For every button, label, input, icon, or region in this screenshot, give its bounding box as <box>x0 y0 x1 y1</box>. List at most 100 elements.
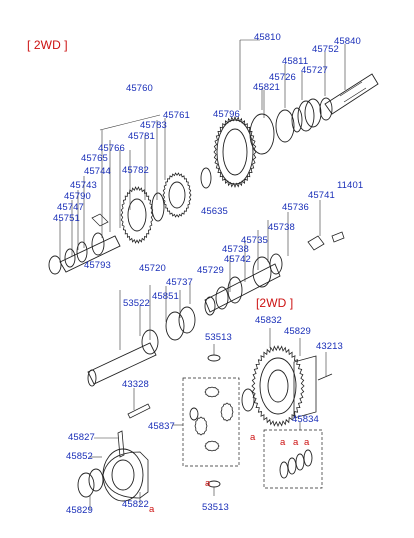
part-number-label: 45829 <box>66 505 93 516</box>
gear-bore <box>168 181 186 209</box>
output-shaft-spline <box>339 81 367 103</box>
pinion-gear <box>220 402 234 422</box>
differential-case <box>293 355 317 419</box>
variant-label: [2WD ] <box>256 296 294 310</box>
shaft-gear <box>252 256 272 288</box>
part-number-label: 43213 <box>316 341 343 352</box>
part-number-label: 45738 <box>222 244 249 255</box>
part-number-label: 45834 <box>292 414 319 425</box>
secondary-gear <box>162 172 192 218</box>
shim <box>295 453 305 471</box>
side-gear-bottom <box>204 440 220 452</box>
part-number-label: 45793 <box>84 260 111 271</box>
part-number-label: 11401 <box>337 180 364 191</box>
part-number-label: 45783 <box>140 120 167 131</box>
snap-ring <box>200 167 212 189</box>
shaft-end <box>87 369 97 387</box>
reference-marker: a <box>205 478 211 489</box>
shim-set-box <box>263 429 323 489</box>
part-number-label: 45736 <box>282 202 309 213</box>
pinion-washer <box>189 407 199 421</box>
drain-bolt <box>331 231 345 243</box>
part-number-label: 45790 <box>64 191 91 202</box>
synchro-gear <box>213 115 257 189</box>
shaft-gear <box>165 311 185 341</box>
bearing-ring <box>297 100 315 132</box>
sleeve-inner <box>222 128 248 176</box>
shaft-bearing <box>76 241 88 263</box>
part-number-label: 43328 <box>122 379 149 390</box>
shaft-collar <box>178 306 196 334</box>
leader-line <box>99 114 161 131</box>
reference-marker: a <box>250 432 256 443</box>
pinion-gear <box>194 416 208 436</box>
side-bearing-race <box>88 468 104 492</box>
part-number-label: 45741 <box>308 190 335 201</box>
part-number-label: 45761 <box>163 110 190 121</box>
bearing-ring <box>304 98 322 128</box>
part-number-label: 45827 <box>68 432 95 443</box>
upper-shaft <box>204 263 281 313</box>
part-number-label: 45829 <box>284 326 311 337</box>
bearing <box>227 276 243 304</box>
shim <box>287 457 297 475</box>
part-number-label: 45840 <box>334 36 361 47</box>
part-number-label: 45760 <box>126 83 153 94</box>
part-number-label: 45752 <box>312 44 339 55</box>
variant-label: [ 2WD ] <box>27 38 68 52</box>
differential-case-body <box>102 451 149 499</box>
part-number-label: 45851 <box>152 291 179 302</box>
plug <box>307 235 325 251</box>
part-number-label: 45796 <box>213 109 240 120</box>
shaft-bearing <box>64 248 76 268</box>
reference-marker: a <box>280 437 286 448</box>
lower-shaft <box>87 342 157 385</box>
part-number-label: 45744 <box>84 166 111 177</box>
part-number-label: 45737 <box>166 277 193 288</box>
hub-ring <box>275 109 295 143</box>
ring-gear-bolt <box>317 373 333 381</box>
shim <box>303 449 313 467</box>
gear-spacer <box>151 192 165 222</box>
input-shaft <box>59 235 121 273</box>
ring-gear <box>251 344 305 428</box>
shim <box>279 461 289 479</box>
lock-pin <box>127 403 151 419</box>
main-gear <box>120 186 154 244</box>
output-shaft <box>324 73 379 115</box>
pinion-set-box <box>182 377 240 467</box>
part-number-label: 45832 <box>255 315 282 326</box>
part-number-label: 53522 <box>123 298 150 309</box>
differential-washer <box>241 388 255 412</box>
part-number-label: 45742 <box>224 254 251 265</box>
part-number-label: 45810 <box>254 32 281 43</box>
part-number-label: 45743 <box>70 180 97 191</box>
gear-bore <box>127 198 147 232</box>
reference-marker: a <box>304 437 310 448</box>
part-number-label: 45729 <box>197 265 224 276</box>
part-number-label: 45822 <box>122 499 149 510</box>
part-number-label: 45852 <box>66 451 93 462</box>
side-gear-top <box>204 386 220 398</box>
part-number-label: 45837 <box>148 421 175 432</box>
part-number-label: 45821 <box>253 82 280 93</box>
part-number-label: 45727 <box>301 65 328 76</box>
reference-marker: a <box>293 437 299 448</box>
part-number-label: 45766 <box>98 143 125 154</box>
washer <box>204 296 216 316</box>
sleeve-outer <box>216 119 254 185</box>
part-number-label: 45720 <box>139 263 166 274</box>
part-number-label: 45738 <box>268 222 295 233</box>
shaft-end-ring <box>48 255 62 275</box>
part-number-label: 45726 <box>269 72 296 83</box>
part-number-label: 45751 <box>53 213 80 224</box>
ring-gear-bore <box>267 369 289 403</box>
part-number-label: 53513 <box>205 332 232 343</box>
part-number-label: 45781 <box>128 131 155 142</box>
part-number-label: 45765 <box>81 153 108 164</box>
shaft-bearing <box>91 232 105 256</box>
part-number-label: 45747 <box>57 202 84 213</box>
